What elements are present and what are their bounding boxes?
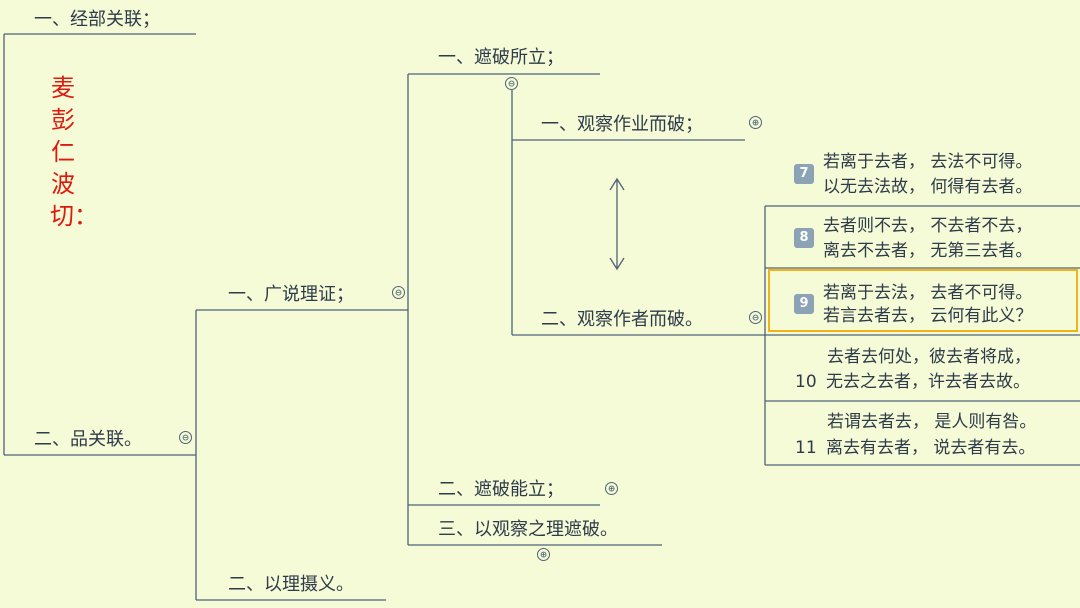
expand-icon[interactable]: ⊕ xyxy=(749,116,762,129)
expand-icon[interactable]: ⊕ xyxy=(605,482,618,495)
verse-number-badge: 8 xyxy=(794,228,814,248)
node-jing-bu-guan-lian[interactable]: 一、经部关联； xyxy=(34,9,160,30)
verse-number: 10 xyxy=(795,372,817,392)
highlight-box xyxy=(768,269,1078,332)
verse-line: 若离于去者， 去法不可得。 xyxy=(823,152,1033,172)
node-yi-guan-cha-zhi-li-zhe-po[interactable]: 三、以观察之理遮破。 xyxy=(438,519,618,540)
verse-line: 若谓去者去， 是人则有咎。 xyxy=(827,412,1037,432)
verse-line: 无去之去者，许去者去故。 xyxy=(826,372,1030,392)
author-label: 麦彭仁波切： xyxy=(50,74,98,230)
verse-line: 去者去何处，彼去者将成， xyxy=(827,347,1031,367)
collapse-icon[interactable]: ⊖ xyxy=(179,431,192,444)
collapse-icon[interactable]: ⊖ xyxy=(749,311,762,324)
verse-line: 以无去法故， 何得有去者。 xyxy=(823,177,1033,197)
verse-line: 离去有去者， 说去者有去。 xyxy=(826,438,1036,458)
node-guang-shuo-li-zheng[interactable]: 一、广说理证； xyxy=(228,284,354,305)
double-arrow xyxy=(609,177,625,271)
node-guan-cha-zuo-zhe-er-po[interactable]: 二、观察作者而破。 xyxy=(541,309,703,330)
node-yi-li-she-yi[interactable]: 二、以理摄义。 xyxy=(228,574,354,595)
expand-icon[interactable]: ⊕ xyxy=(537,548,550,561)
verse-line: 去者则不去， 不去者不去， xyxy=(823,216,1033,236)
verse-number-badge: 7 xyxy=(794,164,814,184)
verse-line: 若离于去法， 去者不可得。 xyxy=(823,283,1033,303)
verse-line: 若言去者去， 云何有此义？ xyxy=(823,306,1033,326)
node-zhe-po-neng-li[interactable]: 二、遮破能立； xyxy=(438,479,564,500)
node-guan-cha-zuo-ye-er-po[interactable]: 一、观察作业而破； xyxy=(541,114,703,135)
verse-number-badge: 9 xyxy=(794,294,814,314)
verse-number: 11 xyxy=(795,438,817,458)
collapse-icon[interactable]: ⊖ xyxy=(392,286,405,299)
verse-line: 离去不去者， 无第三去者。 xyxy=(823,241,1033,261)
node-pin-guan-lian[interactable]: 二、品关联。 xyxy=(34,429,142,450)
node-zhe-po-suo-li[interactable]: 一、遮破所立； xyxy=(438,47,564,68)
collapse-icon[interactable]: ⊖ xyxy=(505,77,518,90)
